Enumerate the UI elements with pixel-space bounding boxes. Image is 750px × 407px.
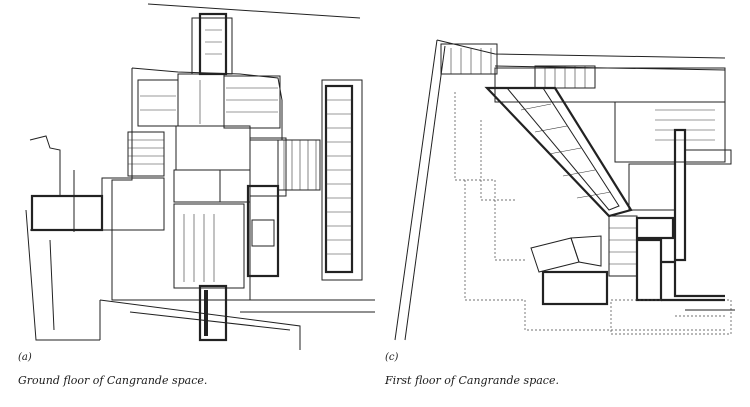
figure-c-label: (c) [385, 352, 399, 363]
figure-a-caption: Ground floor of Cangrande space. [18, 374, 208, 387]
figure-c-caption: First floor of Cangrande space. [385, 374, 559, 387]
first-floor-plan [375, 0, 750, 350]
figure-a-label: (a) [18, 352, 32, 363]
ground-floor-plan [0, 0, 375, 350]
first-floor-drawing [394, 39, 735, 341]
ground-floor-drawing [25, 3, 375, 350]
